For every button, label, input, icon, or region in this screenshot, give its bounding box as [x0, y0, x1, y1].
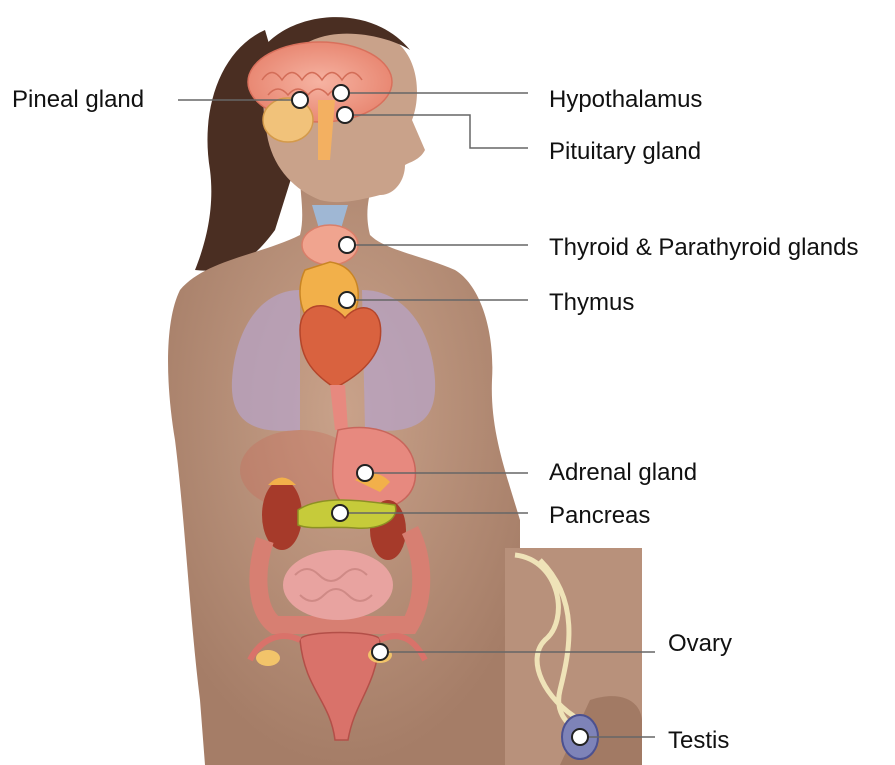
pancreas-marker — [332, 505, 348, 521]
ovary-marker — [372, 644, 388, 660]
label-hypothalamus: Hypothalamus — [549, 88, 702, 112]
label-testis: Testis — [668, 729, 729, 753]
adrenal-marker — [357, 465, 373, 481]
pineal-marker — [292, 92, 308, 108]
pituitary-marker — [337, 107, 353, 123]
testis-marker — [572, 729, 588, 745]
label-thymus: Thymus — [549, 291, 634, 315]
small-intestine — [283, 550, 393, 620]
label-ovary: Ovary — [668, 632, 732, 656]
label-thyroid-parathyroid: Thyroid & Parathyroid glands — [549, 236, 859, 260]
hypothalamus-marker — [333, 85, 349, 101]
left-kidney — [262, 480, 302, 550]
label-pituitary-gland: Pituitary gland — [549, 140, 701, 164]
left-ovary — [256, 650, 280, 666]
label-pancreas: Pancreas — [549, 504, 650, 528]
thyroid-marker — [339, 237, 355, 253]
thymus-marker — [339, 292, 355, 308]
label-pineal-gland: Pineal gland — [12, 88, 144, 112]
label-adrenal-gland: Adrenal gland — [549, 461, 697, 485]
